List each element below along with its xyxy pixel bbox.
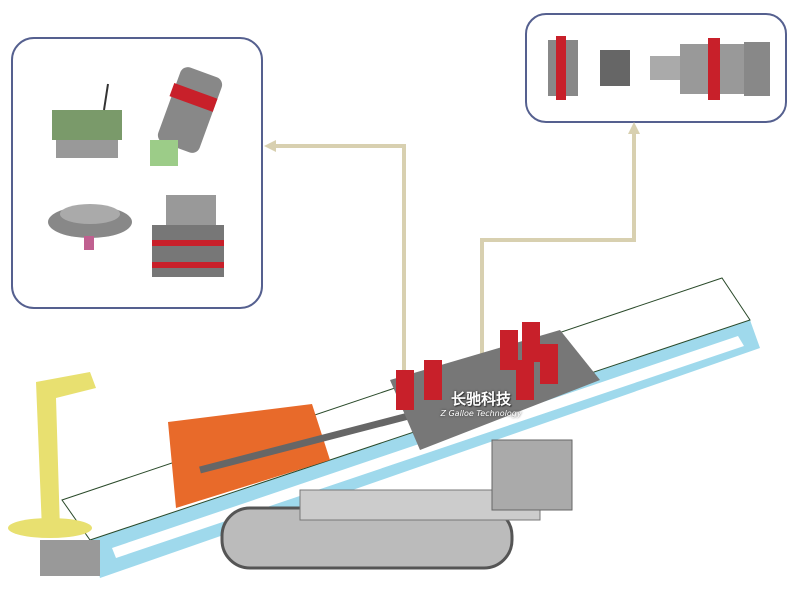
left-callout-box <box>11 37 263 309</box>
gearbox-part-4 <box>152 195 224 277</box>
arrow-head-right <box>628 122 640 134</box>
gearbox-part-1 <box>52 83 122 158</box>
yellow-boom <box>36 372 96 530</box>
arrow-head-left <box>264 140 276 152</box>
hydraulic-motors <box>396 322 558 410</box>
anchor-plate <box>40 540 100 576</box>
logo-chinese-text: 长驰科技 <box>450 390 511 408</box>
arrow-to-right-callout <box>480 130 636 370</box>
reducer-part-1 <box>548 36 630 100</box>
company-logo: 长驰科技 Z Galloe Technology <box>436 372 526 418</box>
arrow-to-left-callout <box>272 144 406 370</box>
reducer-part-2 <box>650 38 770 100</box>
engine-unit <box>491 439 573 511</box>
yellow-base <box>8 518 92 538</box>
logo-english-text: Z Galloe Technology <box>440 409 522 418</box>
rotary-part-3 <box>48 204 132 250</box>
mast-rail-inner <box>112 336 744 558</box>
motor-part-2 <box>150 67 223 166</box>
